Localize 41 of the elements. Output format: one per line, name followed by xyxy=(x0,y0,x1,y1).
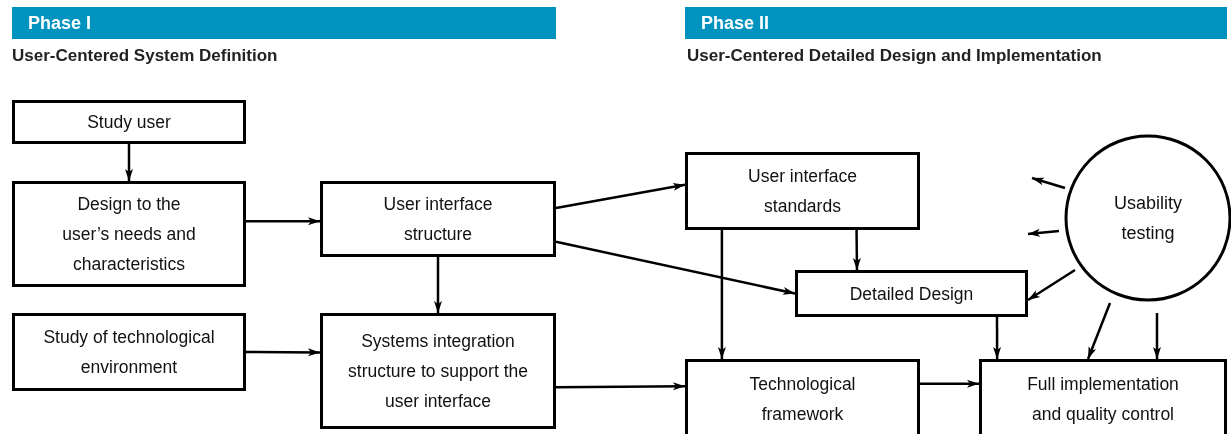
process-box xyxy=(12,100,246,144)
process-box xyxy=(979,359,1227,434)
arrow xyxy=(125,144,133,181)
step-text: User interface standards xyxy=(747,165,858,218)
arrow xyxy=(434,257,442,313)
step-text: Study user xyxy=(87,111,171,134)
arrow xyxy=(852,230,861,270)
arrow xyxy=(1086,302,1112,360)
step-text: Usability testing xyxy=(1113,192,1183,245)
arrow xyxy=(1153,313,1161,359)
phase-title: Phase I xyxy=(28,12,92,34)
step-text: Systems integration structure to support the user interface xyxy=(348,330,528,413)
phase-band xyxy=(685,7,1227,39)
process-box xyxy=(685,152,920,230)
step-text: Technological framework xyxy=(748,373,857,426)
step-text: Full implementation and quality control xyxy=(1026,373,1180,426)
step-text: Study of technological environment xyxy=(42,326,216,379)
outgoing-arrow xyxy=(1027,228,1060,237)
arrow xyxy=(556,382,685,391)
arrow xyxy=(246,217,320,226)
step-text: Detailed Design xyxy=(849,282,974,306)
step-text: User interface structure xyxy=(382,193,494,246)
arrow xyxy=(555,182,686,210)
process-box xyxy=(320,181,556,257)
section-heading: User-Centered System Definition xyxy=(12,46,278,66)
phase-band xyxy=(12,7,556,39)
section-heading: User-Centered Detailed Design and Implementation xyxy=(687,46,1102,66)
process-box xyxy=(12,313,246,391)
outgoing-arrow xyxy=(1031,176,1066,190)
step-text: Design to the user’s needs and characteristics xyxy=(61,193,197,276)
arrow xyxy=(920,379,979,388)
phase-title: Phase II xyxy=(701,12,770,34)
arrow xyxy=(1027,268,1076,302)
process-box xyxy=(795,270,1028,317)
arrow xyxy=(993,317,1002,359)
arrow xyxy=(246,348,320,357)
process-box xyxy=(12,181,246,287)
process-box xyxy=(685,359,920,434)
arrow xyxy=(717,230,726,359)
arrow xyxy=(555,240,796,295)
process-box xyxy=(320,313,556,429)
